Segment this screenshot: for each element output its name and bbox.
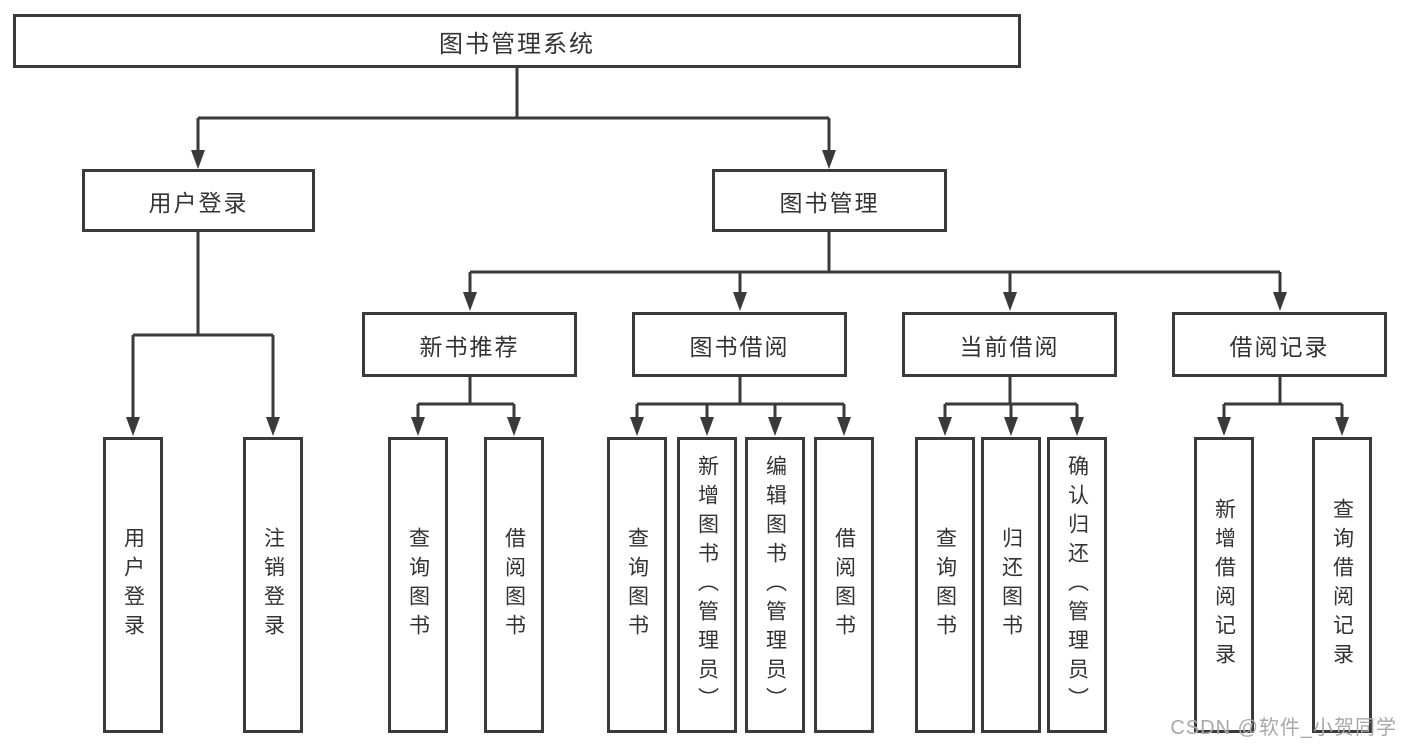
node-label: 借阅记录: [1229, 333, 1330, 360]
arrowhead: [1003, 292, 1017, 311]
connector-book-mgmt-to-level3: [468, 232, 1282, 295]
node-label: 图书借阅: [689, 333, 790, 360]
csdn-watermark: CSDN @软件_小贺同学: [1170, 717, 1397, 739]
arrowhead: [1335, 417, 1349, 436]
node-label: 图书管理系统: [439, 30, 595, 58]
node-leaf-query-book-current: 查询图书: [915, 437, 975, 733]
node-leaf-logout: 注销登录: [243, 437, 303, 733]
node-label: 确认归还（管理员）: [1065, 454, 1089, 716]
node-label: 借阅图书: [832, 527, 856, 643]
arrowhead: [1273, 292, 1287, 311]
node-label: 查询图书: [406, 527, 430, 643]
node-borrow-record: 借阅记录: [1172, 312, 1387, 377]
node-label: 查询图书: [625, 527, 649, 643]
node-label: 当前借阅: [959, 333, 1060, 360]
arrowhead: [1004, 417, 1018, 436]
connector-borrow-record-group: [1222, 377, 1344, 420]
node-user-login: 用户登录: [82, 169, 315, 232]
node-label: 新增图书（管理员）: [695, 454, 719, 716]
connector-user-login-group: [131, 232, 275, 420]
connector-new-book-group: [416, 377, 516, 420]
arrowhead: [700, 417, 714, 436]
node-leaf-add-borrow-record: 新增借阅记录: [1194, 437, 1254, 733]
node-label: 借阅图书: [502, 527, 526, 643]
node-label: 新书推荐: [419, 333, 520, 360]
arrowhead: [463, 292, 477, 311]
node-leaf-borrow-book: 借阅图书: [814, 437, 874, 733]
arrowhead: [411, 417, 425, 436]
node-label: 查询借阅记录: [1330, 498, 1354, 672]
node-label: 用户登录: [121, 527, 145, 643]
node-root-system: 图书管理系统: [13, 14, 1021, 68]
node-label: 注销登录: [261, 527, 285, 643]
node-book-borrow: 图书借阅: [632, 312, 847, 377]
node-leaf-confirm-return-admin: 确认归还（管理员）: [1047, 437, 1107, 733]
arrowhead: [630, 417, 644, 436]
node-label: 新增借阅记录: [1212, 498, 1236, 672]
connector-root-to-level2: [196, 68, 831, 153]
arrowhead: [733, 292, 747, 311]
arrowhead: [938, 417, 952, 436]
arrowhead: [822, 150, 836, 169]
node-leaf-query-borrow-record: 查询借阅记录: [1312, 437, 1372, 733]
node-leaf-query-book-recommend: 查询图书: [388, 437, 448, 733]
arrowhead: [768, 417, 782, 436]
arrowhead: [191, 150, 205, 169]
arrowhead: [266, 417, 280, 436]
node-leaf-user-login: 用户登录: [103, 437, 163, 733]
node-leaf-query-book-borrow: 查询图书: [607, 437, 667, 733]
arrowhead: [507, 417, 521, 436]
node-leaf-add-book-admin: 新增图书（管理员）: [677, 437, 737, 733]
node-label: 查询图书: [933, 527, 957, 643]
arrowhead: [126, 417, 140, 436]
node-label: 编辑图书（管理员）: [763, 454, 787, 716]
node-label: 归还图书: [999, 527, 1023, 643]
arrowhead: [1070, 417, 1084, 436]
node-label: 用户登录: [148, 189, 249, 216]
arrowhead: [1217, 417, 1231, 436]
node-label: 图书管理: [779, 189, 880, 216]
node-current-borrow: 当前借阅: [902, 312, 1117, 377]
node-leaf-edit-book-admin: 编辑图书（管理员）: [745, 437, 805, 733]
connector-book-borrow-group: [635, 377, 846, 420]
connector-current-borrow-group: [943, 377, 1079, 420]
node-new-book-recommend: 新书推荐: [362, 312, 577, 377]
arrowhead: [837, 417, 851, 436]
node-book-management: 图书管理: [712, 169, 947, 232]
node-leaf-borrow-book-recommend: 借阅图书: [484, 437, 544, 733]
node-leaf-return-book: 归还图书: [981, 437, 1041, 733]
